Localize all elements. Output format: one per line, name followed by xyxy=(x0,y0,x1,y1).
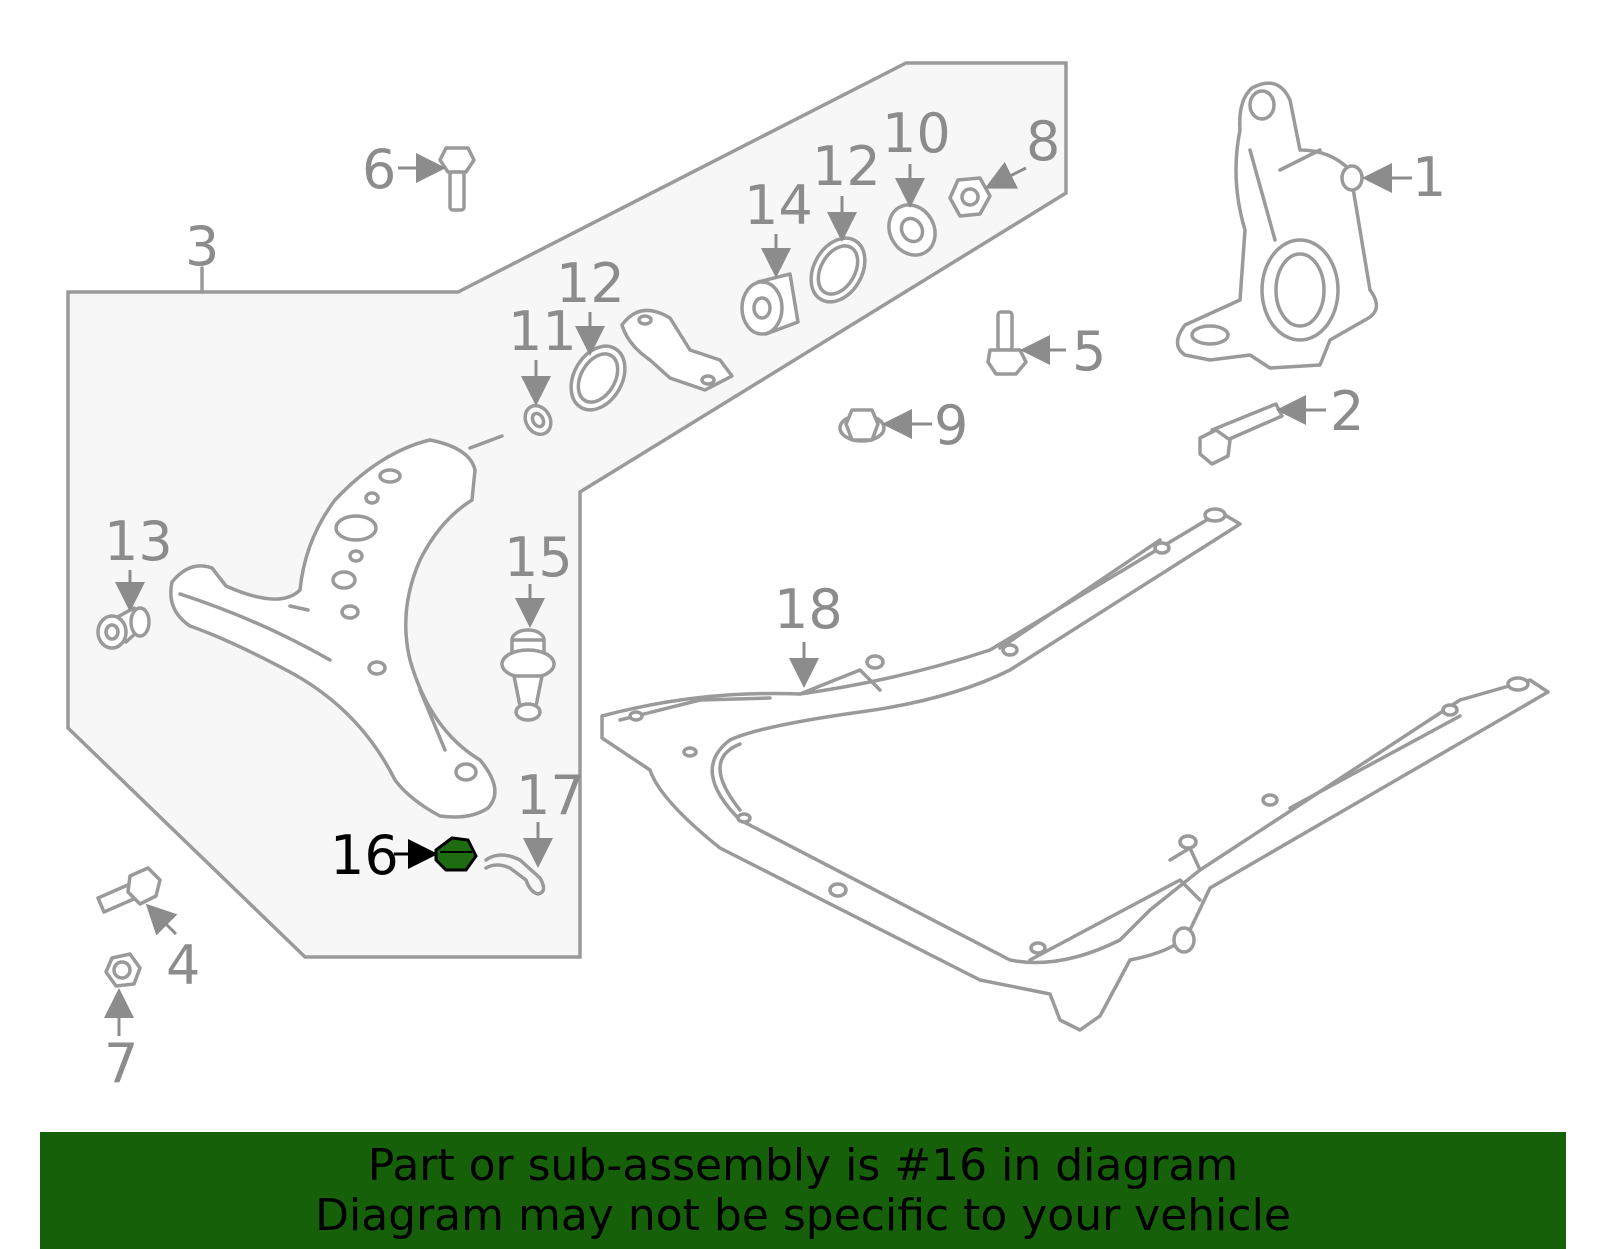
banner-line-part-number: Part or sub-assembly is #16 in diagram xyxy=(367,1139,1239,1191)
lower-control-arm xyxy=(169,434,504,819)
callout-6: 6 xyxy=(362,138,396,201)
callout-11: 11 xyxy=(508,300,577,363)
callout-2: 2 xyxy=(1330,380,1364,443)
seal-ring-part-12-lower[interactable] xyxy=(560,337,636,420)
subframe-part-18[interactable] xyxy=(600,507,1550,1032)
washer-part-11[interactable] xyxy=(520,401,556,439)
nut-part-7[interactable] xyxy=(104,952,142,988)
steering-knuckle-part-1[interactable] xyxy=(1175,81,1379,370)
callout-1: 1 xyxy=(1412,146,1446,209)
leader-8 xyxy=(984,161,1027,189)
flange-nut-part-9[interactable] xyxy=(838,408,886,443)
callout-14: 14 xyxy=(744,174,813,237)
callout-18: 18 xyxy=(774,578,843,641)
bolt-part-4[interactable] xyxy=(96,866,162,914)
washer-part-10[interactable] xyxy=(880,196,944,263)
banner-line-disclaimer: Diagram may not be specific to your vehi… xyxy=(315,1189,1291,1241)
cotter-pin-part-17[interactable] xyxy=(484,853,546,896)
bolt-part-2[interactable] xyxy=(1198,402,1284,466)
callout-7: 7 xyxy=(104,1032,138,1095)
callout-17: 17 xyxy=(516,764,585,827)
ball-joint-part-15[interactable] xyxy=(500,628,556,722)
callout-5: 5 xyxy=(1072,320,1106,383)
callout-3: 3 xyxy=(185,215,219,278)
nut-part-8[interactable] xyxy=(948,176,992,218)
leader-4 xyxy=(145,903,178,936)
bushing-part-13[interactable] xyxy=(96,606,151,650)
bushing-part-14[interactable] xyxy=(740,272,800,336)
callout-10: 10 xyxy=(882,102,951,165)
bolt-part-5[interactable] xyxy=(986,310,1028,376)
bolt-part-6[interactable] xyxy=(438,146,476,212)
callout-4: 4 xyxy=(166,934,200,997)
bushing-bracket xyxy=(620,308,734,392)
callout-15: 15 xyxy=(504,526,573,589)
callout-13: 13 xyxy=(104,510,173,573)
info-banner: Part or sub-assembly is #16 in diagram D… xyxy=(40,1132,1566,1249)
callout-16-highlighted: 16 xyxy=(330,824,399,887)
callout-8: 8 xyxy=(1026,110,1060,173)
callout-12a: 12 xyxy=(812,135,881,198)
callout-12b: 12 xyxy=(556,252,625,315)
callout-9: 9 xyxy=(934,394,968,457)
